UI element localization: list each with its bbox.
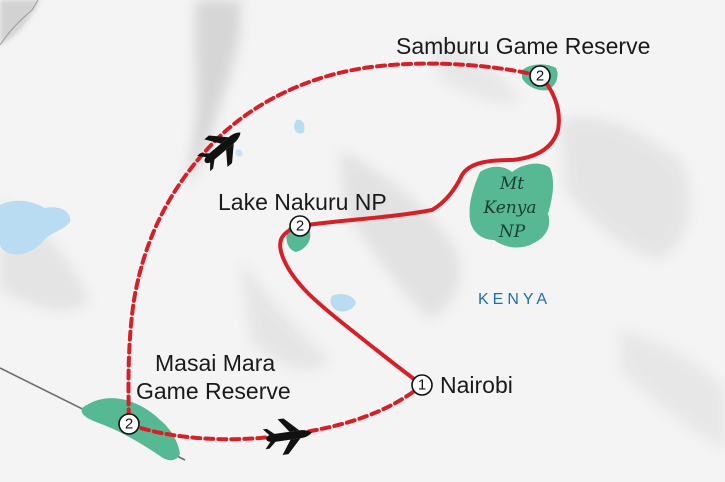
stop-nights: 1 — [418, 377, 426, 394]
stop-nights: 2 — [125, 416, 133, 433]
country-label: KENYA — [478, 291, 551, 308]
stop-nights: 2 — [536, 68, 544, 85]
park-label-line-3: NP — [498, 222, 526, 242]
stop-nights: 2 — [296, 218, 304, 235]
plane-icon — [262, 418, 312, 455]
stop-label-nairobi: Nairobi — [440, 372, 513, 398]
plane-icon — [197, 132, 241, 172]
region-boundary — [0, 0, 39, 46]
stop-marker-masai-mara[interactable]: 2 — [118, 413, 140, 435]
stop-label-masai-mara-line-1: Masai Mara — [155, 350, 275, 376]
lake-small-1 — [235, 149, 243, 157]
flight-route-south — [127, 383, 424, 442]
lake-naivasha — [330, 294, 356, 312]
mt-kenya-park-shape — [469, 163, 554, 248]
stop-label-samburu: Samburu Game Reserve — [396, 33, 650, 59]
lake-victoria — [0, 200, 71, 255]
lake-baringo — [294, 119, 305, 134]
park-label-line-1: Mt — [499, 174, 524, 194]
water-bodies — [0, 119, 356, 312]
park-label-line-2: Kenya — [483, 198, 537, 218]
stop-marker-samburu[interactable]: 2 — [529, 65, 551, 87]
stop-label-nakuru: Lake Nakuru NP — [218, 189, 387, 215]
stop-label-masai-mara-line-2: Game Reserve — [136, 378, 291, 404]
stop-marker-nairobi[interactable]: 1 — [411, 374, 433, 396]
mt-kenya-label: Mt Kenya NP — [483, 174, 537, 242]
stop-marker-nakuru[interactable]: 2 — [289, 215, 311, 237]
road-route — [278, 74, 561, 387]
